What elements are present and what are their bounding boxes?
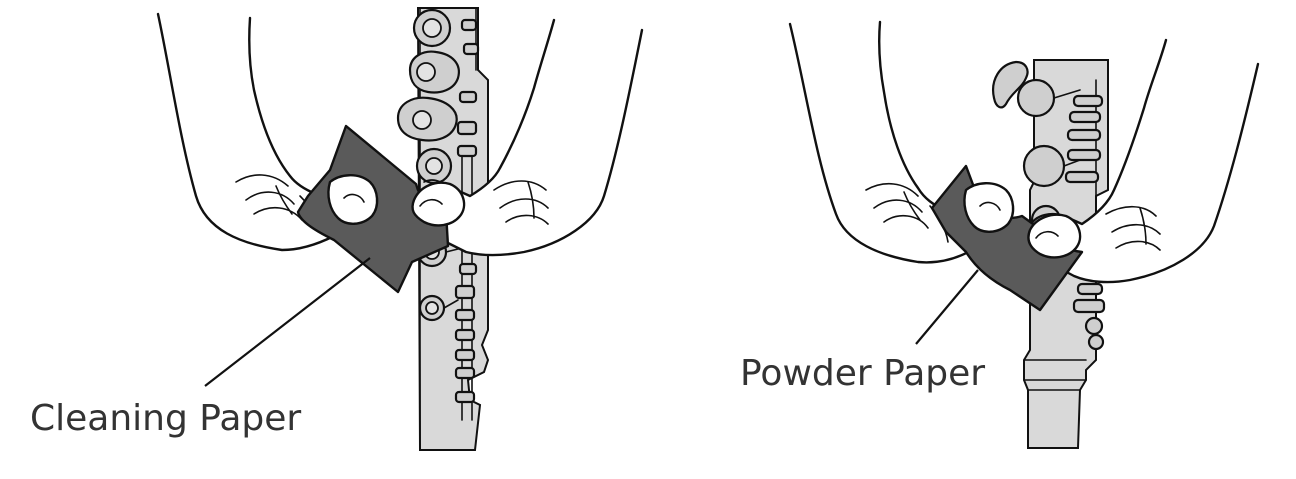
cleaning-paper-pointer: [204, 257, 371, 387]
left-illustration-flute: [156, 7, 644, 451]
right-illustration-clarinet: [788, 20, 1260, 449]
powder-paper-label: Powder Paper: [740, 353, 986, 394]
powder-paper-pointer: [915, 269, 979, 345]
fingertips-right-illustration: [963, 182, 1082, 259]
fingertips-left-illustration: [327, 174, 466, 227]
cleaning-paper-label: Cleaning Paper: [30, 398, 302, 439]
